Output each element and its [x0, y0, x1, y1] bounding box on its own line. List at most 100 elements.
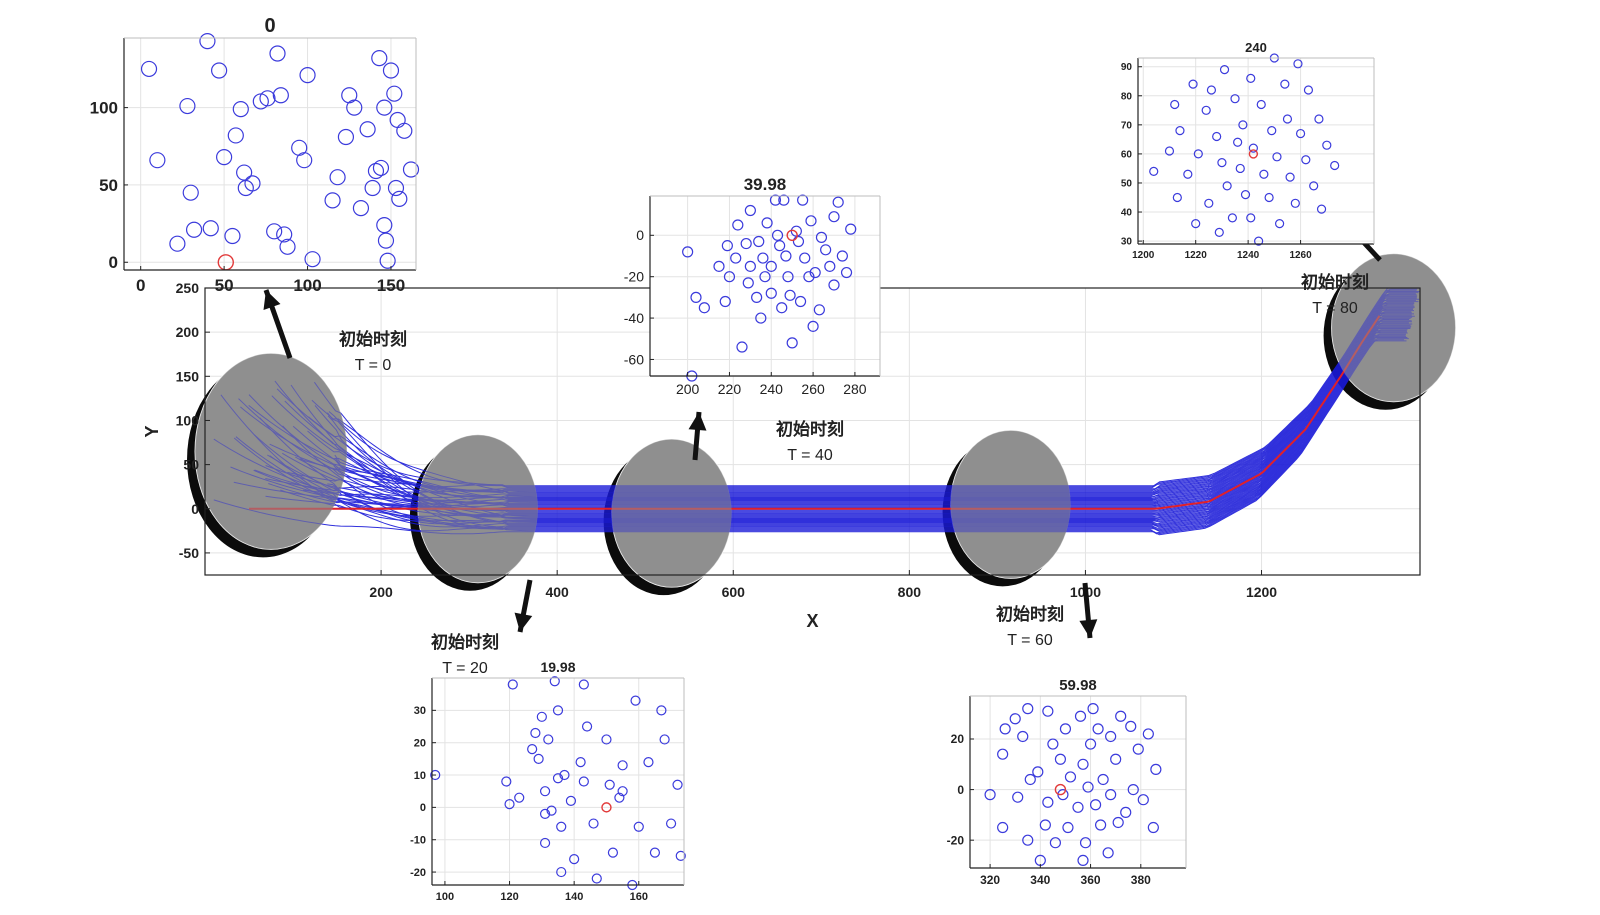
inset-t20-agent-point: [617, 760, 628, 771]
inset-t60-agent-point: [1072, 801, 1084, 813]
inset-t0-agent-point: [236, 164, 253, 181]
inset-t40-agent-point: [776, 302, 788, 314]
inset-t80-agent-point: [1191, 219, 1201, 229]
inset-t0-agent-point: [266, 223, 283, 240]
inset-t80-agent-point: [1230, 94, 1240, 104]
inset-t0-agent-point: [376, 217, 393, 234]
inset-t20-agent-point: [614, 792, 625, 803]
inset-t0-agent-point: [211, 62, 228, 79]
inset-t60-agent-point: [997, 821, 1009, 834]
annotation-arrow-head: [514, 612, 533, 632]
inset-t0-agent-point: [377, 232, 395, 249]
inset-t40-ytick-label: -20: [624, 269, 644, 285]
inset-t80-agent-point: [1188, 79, 1198, 89]
inset-t0-agent-point: [367, 162, 385, 180]
inset-t60-agent-point: [1097, 773, 1109, 786]
inset-t40-background: [650, 196, 880, 376]
annotation-arrow-head: [263, 290, 281, 310]
inset-t80-xtick-label: 1260: [1289, 250, 1312, 261]
inset-t40-agent-point: [765, 260, 777, 272]
inset-t80-xtick-label: 1220: [1185, 250, 1208, 261]
inset-t80-agent-point: [1303, 85, 1314, 95]
inset-t20-agent-point: [530, 727, 541, 739]
inset-t40-agent-point: [732, 219, 744, 231]
inset-t40-agent-point: [698, 302, 710, 314]
inset-t0-agent-point: [379, 252, 396, 269]
agent-trajectory: [213, 310, 1414, 508]
inset-t80-agent-point: [1235, 163, 1245, 174]
inset-t20-agent-point: [552, 705, 564, 716]
inset-t80-agent-point: [1222, 181, 1232, 191]
inset-t0-agent-point: [279, 238, 296, 255]
inset-t20-agent-point: [565, 795, 577, 807]
inset-t80-agent-point: [1316, 204, 1327, 214]
inset-t20-agent-point: [556, 821, 567, 832]
inset-t20-agent-point: [649, 847, 661, 858]
inset-t60-agent-point: [1105, 730, 1117, 743]
inset-t20-agent-point: [656, 705, 667, 716]
inset-t80-ytick-label: 60: [1121, 149, 1133, 160]
inset-t20-xtick-label: 160: [630, 891, 648, 903]
inset-t20-agent-point: [539, 808, 551, 819]
main-ytick-label: 50: [183, 457, 199, 473]
inset-t40-agent-point: [769, 194, 782, 206]
inset-t40-agent-point: [744, 204, 756, 217]
inset-t80-agent-point: [1164, 146, 1175, 156]
inset-t60-agent-point: [1079, 837, 1092, 849]
inset-t20-agent-point: [588, 818, 599, 829]
inset-t80-agent-point: [1290, 198, 1300, 208]
inset-t20-background: [432, 678, 684, 885]
inset-t20-agent-point: [533, 753, 544, 764]
inset-t20-agent-point: [575, 756, 586, 768]
inset-t40-agent-point: [682, 246, 694, 258]
inset-t40-xtick-label: 200: [676, 381, 700, 397]
inset-t40-agent-point: [782, 271, 794, 283]
inset-t60-agent-point: [1009, 713, 1021, 725]
inset-t80-agent-point: [1214, 227, 1224, 237]
inset-t20-xtick-label: 100: [436, 891, 454, 903]
annotation-arrow-head: [688, 412, 707, 431]
main-xlabel: X: [806, 611, 818, 631]
inset-t0-agent-point: [244, 175, 261, 192]
inset-t0-ytick-label: 100: [90, 99, 118, 118]
inset-t80-agent-point: [1172, 192, 1182, 203]
inset-t0-agent-point: [329, 169, 346, 186]
inset-t80-agent-point: [1240, 189, 1251, 200]
main-ytick-label: -50: [179, 545, 199, 561]
inset-t60-agent-point: [1077, 854, 1089, 867]
inset-t0-agent-point: [276, 226, 293, 243]
inset-t60-agent-point: [1017, 730, 1029, 743]
annotation-label: 初始时刻: [339, 329, 407, 349]
inset-t0-agent-point: [359, 121, 376, 138]
main-xtick-label: 600: [722, 584, 746, 600]
inset-t0-agent-point: [296, 152, 313, 169]
inset-t80-ytick-label: 90: [1121, 62, 1133, 73]
inset-t60-ytick-label: 20: [951, 732, 965, 746]
inset-t80-agent-point: [1309, 181, 1319, 191]
inset-t40-leader-point: [786, 229, 798, 242]
inset-t80-agent-point: [1274, 219, 1285, 229]
inset-t60-agent-point: [1112, 816, 1124, 829]
inset-t80-agent-point: [1322, 140, 1332, 150]
inset-t40-agent-point: [771, 229, 784, 241]
inset-t60-agent-point: [1150, 763, 1162, 775]
inset-t40-ytick-label: 0: [636, 227, 644, 243]
inset-t40-agent-point: [742, 277, 754, 289]
inset-t20-ytick-label: 20: [414, 738, 426, 750]
inset-t0-agent-point: [376, 99, 393, 116]
inset-t60-agent-point: [1024, 773, 1036, 786]
inset-t40-agent-point: [813, 304, 825, 316]
inset-t0-xtick-label: 150: [377, 276, 405, 295]
inset-t40-agent-point: [803, 271, 815, 283]
inset-t80-ytick-label: 30: [1121, 237, 1133, 248]
inset-t60-agent-point: [1047, 738, 1059, 750]
inset-t80-agent-point: [1206, 85, 1217, 95]
inset-t40-xtick-label: 280: [843, 381, 867, 397]
inset-t40-agent-point: [792, 235, 805, 248]
inset-t40-agent-point: [824, 260, 836, 272]
highlight-overlay: [611, 439, 732, 588]
inset-t60-agent-point: [1110, 753, 1122, 765]
inset-t40-xtick-label: 240: [760, 381, 784, 397]
